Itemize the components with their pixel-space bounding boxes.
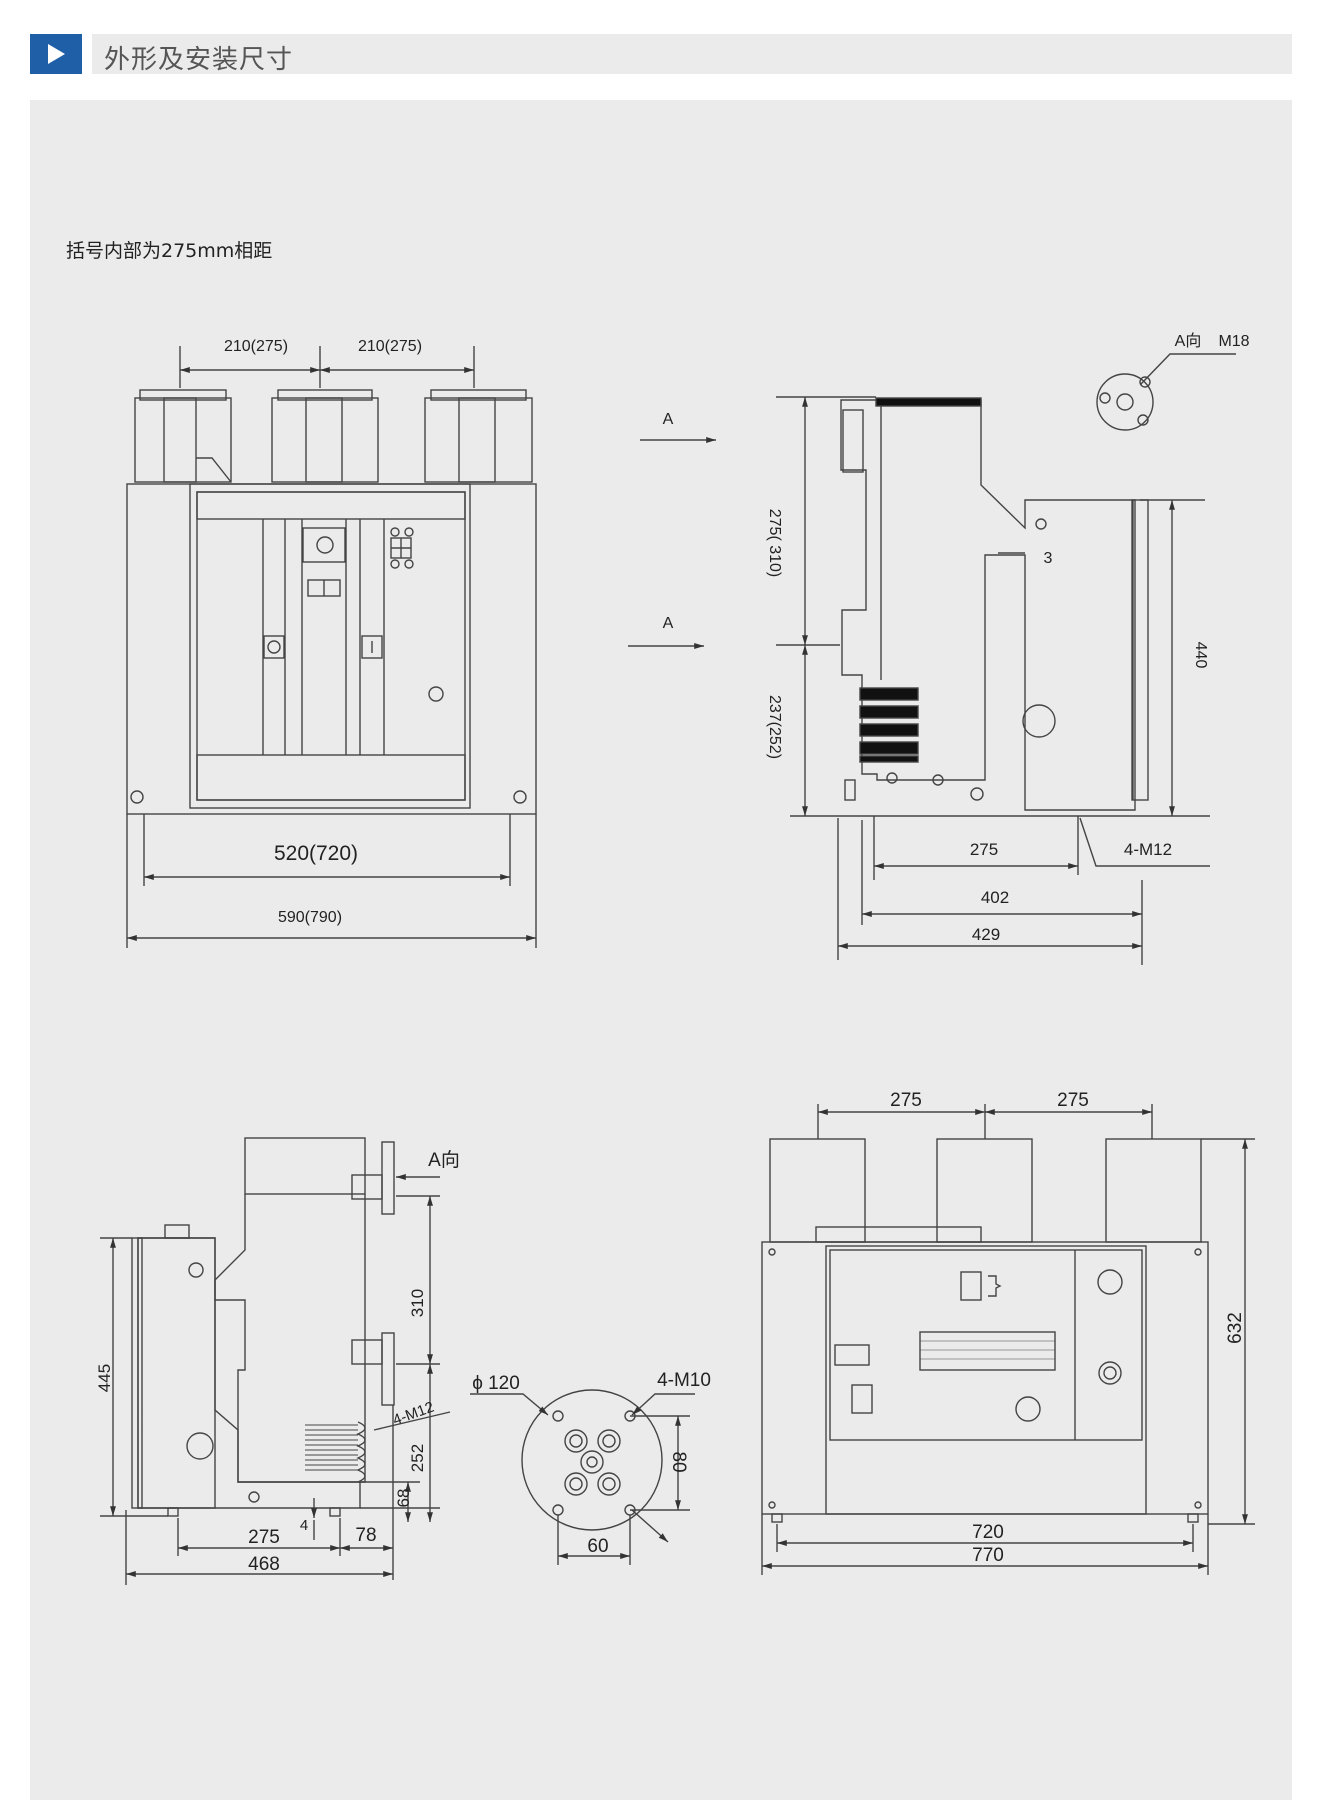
dim-310: 310 (408, 1289, 427, 1317)
dim-overall-width-770: 770 (972, 1545, 1004, 1566)
callout-3: 3 (1044, 550, 1053, 567)
dim-height-632: 632 (1225, 1312, 1246, 1344)
view-label-a-top: A (663, 411, 674, 428)
dim-mount-width: 520(720) (274, 842, 358, 865)
flange-bolts: 4-M10 (657, 1370, 711, 1391)
dim-429: 429 (972, 925, 1000, 944)
side-view-2-labels: A向 310 252 68 4-M12 445 4 275 78 468 (95, 1149, 460, 1575)
dim-lower-height: 237(252) (766, 695, 783, 759)
dim-spacing-left-275: 275 (890, 1090, 922, 1111)
section-title: 外形及安装尺寸 (104, 45, 294, 75)
flange-dim-80: 80 (668, 1451, 689, 1472)
dim-spacing-right: 210(275) (358, 338, 422, 355)
dim-252: 252 (408, 1444, 427, 1472)
dim-402: 402 (981, 888, 1009, 907)
view-a-label: A向 (1175, 332, 1202, 350)
front-view-2 (761, 1104, 1255, 1575)
dim-78: 78 (355, 1525, 376, 1546)
dim-upper-height: 275( 310) (766, 509, 783, 578)
dim-275: 275 (248, 1527, 280, 1548)
spacing-note: 括号内部为275mm相距 (66, 240, 273, 262)
view-label-a-bottom: A (663, 615, 674, 632)
front-view (126, 346, 537, 948)
front-view-2-labels: 275 275 632 720 770 (890, 1090, 1246, 1566)
dim-height-440: 440 (1192, 642, 1209, 669)
side-view (628, 396, 1210, 965)
flange-dim-60: 60 (587, 1536, 608, 1557)
dim-spacing-right-275: 275 (1057, 1090, 1089, 1111)
flange-detail (470, 1389, 695, 1565)
drawing-panel (30, 100, 1292, 1800)
dim-spacing-left: 210(275) (224, 338, 288, 355)
play-arrow-icon (30, 34, 82, 74)
dim-68: 68 (394, 1489, 413, 1508)
flange-labels: ϕ 120 4-M10 80 60 (472, 1370, 711, 1557)
view-a-thread: M18 (1218, 333, 1249, 350)
view-a-detail (1096, 353, 1236, 431)
dim-4: 4 (300, 1517, 308, 1534)
front-view-labels: 210(275) 210(275) 520(720) 590(790) (224, 338, 422, 926)
dim-445: 445 (95, 1364, 114, 1392)
header-divider (82, 34, 92, 74)
dim-bottom-275: 275 (970, 840, 998, 859)
dim-bolts-4m12: 4-M12 (1124, 840, 1172, 859)
dim-overall-width: 590(790) (278, 909, 342, 926)
dim-468: 468 (248, 1554, 280, 1575)
side-view-2 (100, 1137, 451, 1585)
section-header: 外形及安装尺寸 (30, 34, 1292, 75)
flange-diameter: ϕ 120 (472, 1373, 520, 1394)
side-view-labels: A A 275( 310) 237(252) 440 3 275 4-M12 4… (663, 411, 1209, 944)
view-label-a-direction: A向 (428, 1149, 460, 1171)
dim-mount-width-720: 720 (972, 1522, 1004, 1543)
